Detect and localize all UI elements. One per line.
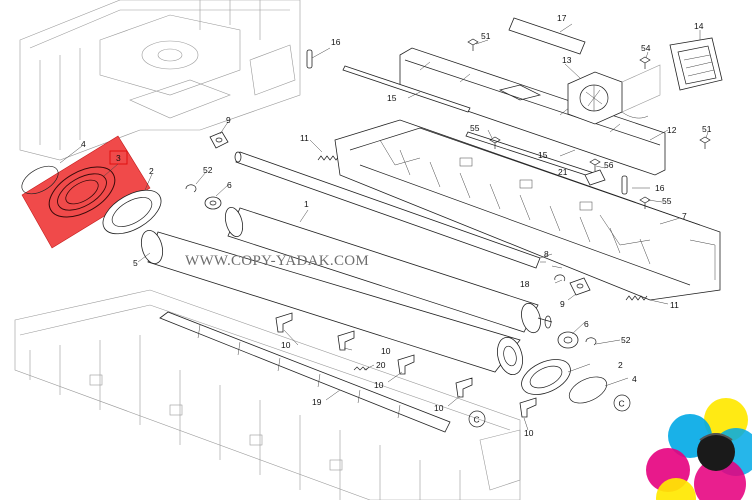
part-18-clip[interactable] [554, 274, 566, 282]
callout-14: 14 [694, 21, 704, 31]
part-10-tab-5[interactable] [519, 397, 537, 418]
reference-c-lower: C [613, 394, 631, 412]
part-16-pin-lower[interactable] [621, 175, 628, 195]
callout-15-lower: 15 [538, 150, 548, 160]
part-11-spring-upper[interactable] [317, 155, 340, 161]
part-20-spring[interactable] [353, 366, 370, 371]
part-19-guide-rail[interactable] [159, 311, 451, 433]
part-7-fuser-cover[interactable] [334, 119, 721, 301]
callout-17: 17 [557, 13, 567, 23]
svg-text:C: C [474, 415, 480, 425]
part-6-bushing-lower[interactable] [557, 331, 579, 349]
callout-4-upper: 4 [81, 139, 86, 149]
callout-10-c: 10 [381, 346, 391, 356]
callout-8: 8 [544, 249, 549, 259]
part-1-heat-roller[interactable] [222, 205, 553, 334]
callout-11-lower: 11 [670, 300, 679, 310]
ink-logo [646, 398, 752, 500]
callout-19: 19 [312, 397, 322, 407]
callout-10-e: 10 [524, 428, 534, 438]
watermark-text: WWW.COPY-YADAK.COM [185, 253, 369, 269]
part-21-bracket[interactable] [584, 169, 606, 186]
callout-52-lower: 52 [621, 335, 631, 345]
screw-51-right[interactable] [699, 136, 711, 149]
highlight-part-3[interactable] [21, 135, 151, 249]
callout-7: 7 [682, 211, 687, 221]
callout-9-lower: 9 [560, 299, 565, 309]
main-frame-lower [14, 289, 521, 500]
callout-21: 21 [558, 167, 568, 177]
callout-box-3 [109, 150, 128, 165]
part-52-clip-upper[interactable] [185, 184, 197, 193]
callout-2-upper: 2 [149, 166, 154, 176]
part-6-bushing-upper[interactable] [204, 196, 222, 210]
callout-15-upper: 15 [387, 93, 397, 103]
callout-56: 56 [604, 160, 614, 170]
part-9-holder-upper[interactable] [209, 131, 229, 149]
callout-55-lower: 55 [662, 196, 672, 206]
callout-6-lower: 6 [584, 319, 589, 329]
part-10-tab-3[interactable] [397, 354, 415, 375]
callout-12: 12 [667, 125, 677, 135]
part-14-exhaust-duct[interactable] [669, 37, 723, 91]
callout-4-lower: 4 [632, 374, 637, 384]
callout-3: 3 [116, 153, 121, 163]
callout-54: 54 [641, 43, 651, 53]
part-2-bearing-lower[interactable] [516, 352, 576, 401]
part-10-tab-2[interactable] [337, 330, 355, 351]
part-10-tab-1[interactable] [275, 312, 293, 333]
part-2-bearing[interactable] [96, 173, 168, 243]
svg-text:C: C [619, 399, 625, 409]
screw-56[interactable] [589, 158, 601, 171]
callout-6-upper: 6 [227, 180, 232, 190]
screw-54[interactable] [639, 56, 651, 69]
part-10-tab-4[interactable] [455, 377, 473, 398]
callout-labels: 1 2 2 3 4 4 5 6 6 7 8 9 9 10 10 10 10 10… [81, 13, 712, 438]
callout-10-b: 10 [374, 380, 384, 390]
callout-16-lower: 16 [655, 183, 665, 193]
callout-11-upper: 11 [300, 133, 309, 143]
callout-1: 1 [304, 199, 309, 209]
screw-55-upper[interactable] [489, 136, 501, 149]
reference-c-upper: C [468, 410, 486, 428]
part-17-label-plate[interactable] [508, 17, 586, 55]
callout-18: 18 [520, 279, 530, 289]
part-4-ring-lower[interactable] [565, 372, 611, 409]
screw-55-lower[interactable] [639, 196, 651, 209]
part-52-clip-lower[interactable] [585, 337, 597, 346]
callout-55-upper: 55 [470, 123, 480, 133]
part-5-pressure-roller[interactable] [137, 228, 527, 377]
part-4-retaining-ring[interactable] [17, 145, 83, 200]
callout-52-upper: 52 [203, 165, 213, 175]
callout-5: 5 [133, 258, 138, 268]
part-9-holder-lower[interactable] [569, 277, 591, 296]
part-13-fan[interactable] [567, 64, 661, 125]
part-8-heater-lamp[interactable] [234, 151, 546, 269]
callout-20: 20 [376, 360, 386, 370]
screw-51-upper[interactable] [467, 38, 479, 51]
callout-10-a: 10 [281, 340, 291, 350]
callout-9-upper: 9 [226, 115, 231, 125]
callout-13: 13 [562, 55, 572, 65]
callout-2-lower: 2 [618, 360, 623, 370]
part-16-pin-upper[interactable] [306, 49, 313, 69]
callout-51-upper: 51 [481, 31, 491, 41]
callout-16-upper: 16 [331, 37, 341, 47]
callout-51-right: 51 [702, 124, 712, 134]
callout-10-d: 10 [434, 403, 444, 413]
part-15-strip-upper[interactable] [342, 65, 471, 113]
part-11-spring-lower[interactable] [625, 295, 648, 301]
leader-lines [195, 23, 709, 431]
main-frame-upper [19, 0, 301, 161]
